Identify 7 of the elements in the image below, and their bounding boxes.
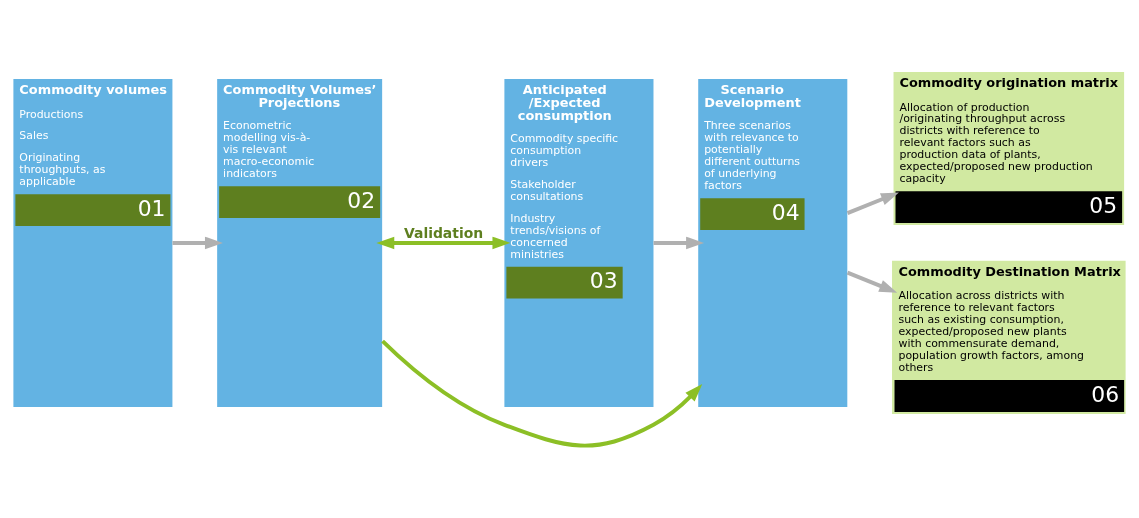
arrow	[653, 236, 705, 250]
arrow	[381, 339, 703, 448]
arrow	[846, 192, 899, 216]
edge-label: Validation	[404, 225, 484, 242]
arrow	[376, 236, 511, 250]
arrow	[846, 270, 898, 293]
arrow	[172, 236, 223, 250]
